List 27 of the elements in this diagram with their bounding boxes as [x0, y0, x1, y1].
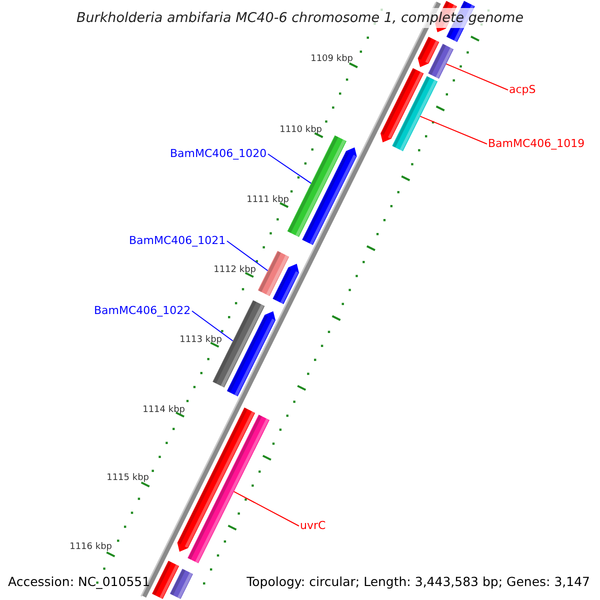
gene-bar — [188, 414, 270, 564]
gene-bar — [392, 76, 438, 152]
gene-bar — [287, 135, 346, 237]
position-label: 1115 kbp — [106, 472, 149, 484]
genome-info-text: Topology: circular; Length: 3,443,583 bp; Genes: 3,147 — [246, 574, 590, 590]
gene-label: BamMC406_1019 — [488, 137, 585, 151]
position-label: 1116 kbp — [70, 541, 112, 553]
position-label: 1110 kbp — [280, 124, 322, 136]
leader-line — [233, 491, 300, 526]
leader-line — [268, 154, 312, 184]
gene-label: acpS — [509, 83, 536, 97]
gene-label: uvrC — [300, 519, 326, 533]
leader-line — [420, 116, 488, 144]
leader-line — [226, 240, 268, 272]
position-label: 1114 kbp — [142, 404, 185, 416]
gene-label: BamMC406_1022 — [94, 304, 191, 318]
gene-label: BamMC406_1020 — [170, 147, 267, 161]
position-label: 1111 kbp — [246, 194, 289, 206]
gene-bar — [428, 44, 454, 79]
accession-text: Accession: NC_010551 — [8, 574, 150, 590]
leader-line — [192, 310, 234, 342]
leader-line — [446, 63, 508, 90]
gene-bar — [258, 250, 290, 296]
position-label: 1113 kbp — [180, 334, 222, 346]
position-label: 1109 kbp — [310, 53, 353, 65]
gene-label: BamMC406_1021 — [129, 234, 226, 248]
position-label: 1112 kbp — [214, 264, 256, 276]
